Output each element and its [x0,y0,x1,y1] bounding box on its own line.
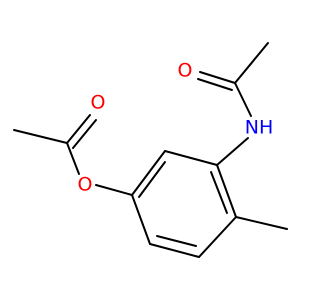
atom-label-layer: O NH O O [78,60,274,196]
bond-ring-o [95,184,133,196]
ring-bond-2 [131,150,166,196]
ring-bond-5 [198,216,237,258]
bond-ester-methyl [13,129,68,144]
molecule-diagram: O NH O O [13,42,288,258]
atom-label-oxygen-ester-carbonyl: O [91,92,106,114]
bond-layer [13,42,288,258]
atom-label-nh: NH [245,117,274,139]
ring-bond-3 [131,194,151,245]
bond-amide-carbonyl-a [199,71,236,84]
bond-ester-carbonyl-b [72,119,97,149]
bond-ester-carbonyl-a [66,114,91,144]
ring-bond-6 [216,164,237,218]
bond-ring-methyl [235,216,288,230]
ring-bond-6-inner [210,171,228,214]
bond-amide-carbonyl-b [197,78,233,91]
bond-n-ring [216,137,249,166]
ring-bond-4-inner [156,235,197,247]
structure-drawing: O NH O O [13,42,288,258]
ring-bond-4 [149,243,200,258]
bond-amide-methyl [234,42,269,84]
ring-bond-2-inner [138,161,166,198]
ring-bond-1 [164,150,218,166]
bond-carbonyl-n [234,82,252,117]
bond-o-ester-carbon [66,142,80,175]
atom-label-oxygen-ester-link: O [78,174,93,196]
atom-label-oxygen-amide: O [178,60,193,82]
